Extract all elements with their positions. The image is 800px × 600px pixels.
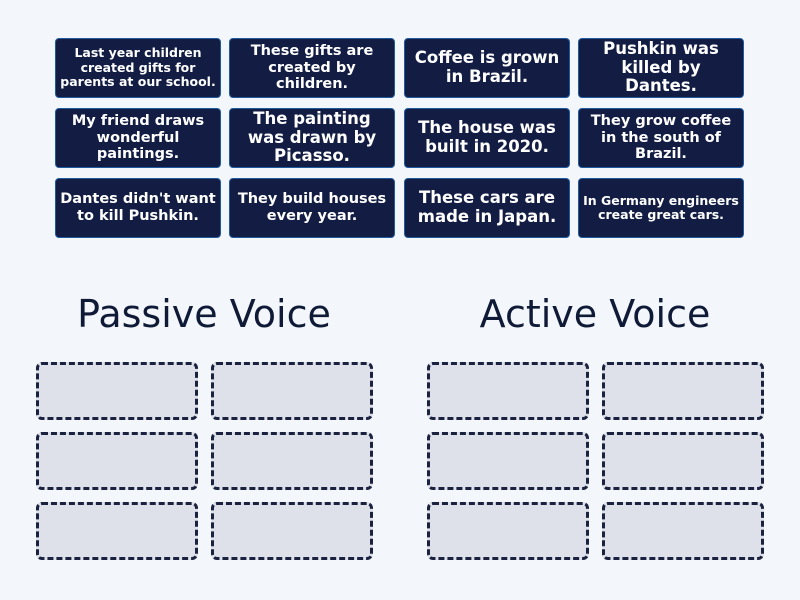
drop-slot[interactable] — [602, 502, 764, 560]
drop-slot[interactable] — [427, 502, 589, 560]
draggable-card[interactable]: Pushkin was killed by Dantes. — [578, 38, 744, 98]
drop-slot[interactable] — [427, 362, 589, 420]
drop-slot[interactable] — [211, 502, 373, 560]
drop-slot[interactable] — [427, 432, 589, 490]
group-title-passive: Passive Voice — [77, 292, 331, 336]
drop-slot[interactable] — [36, 362, 198, 420]
drop-slot[interactable] — [36, 502, 198, 560]
draggable-card[interactable]: In Germany engineers create great cars. — [578, 178, 744, 238]
group-title-active: Active Voice — [479, 292, 711, 336]
draggable-card[interactable]: Last year children created gifts for par… — [55, 38, 221, 98]
drop-slot[interactable] — [211, 432, 373, 490]
draggable-card[interactable]: They grow coffee in the south of Brazil. — [578, 108, 744, 168]
draggable-card[interactable]: They build houses every year. — [229, 178, 395, 238]
draggable-card[interactable]: The painting was drawn by Picasso. — [229, 108, 395, 168]
draggable-card[interactable]: The house was built in 2020. — [404, 108, 570, 168]
draggable-card[interactable]: Dantes didn't want to kill Pushkin. — [55, 178, 221, 238]
draggable-card[interactable]: These gifts are created by children. — [229, 38, 395, 98]
draggable-card[interactable]: My friend draws wonderful paintings. — [55, 108, 221, 168]
draggable-card[interactable]: These cars are made in Japan. — [404, 178, 570, 238]
drop-slot[interactable] — [211, 362, 373, 420]
drop-slot[interactable] — [602, 432, 764, 490]
draggable-card[interactable]: Coffee is grown in Brazil. — [404, 38, 570, 98]
drop-slot[interactable] — [602, 362, 764, 420]
drop-slot[interactable] — [36, 432, 198, 490]
